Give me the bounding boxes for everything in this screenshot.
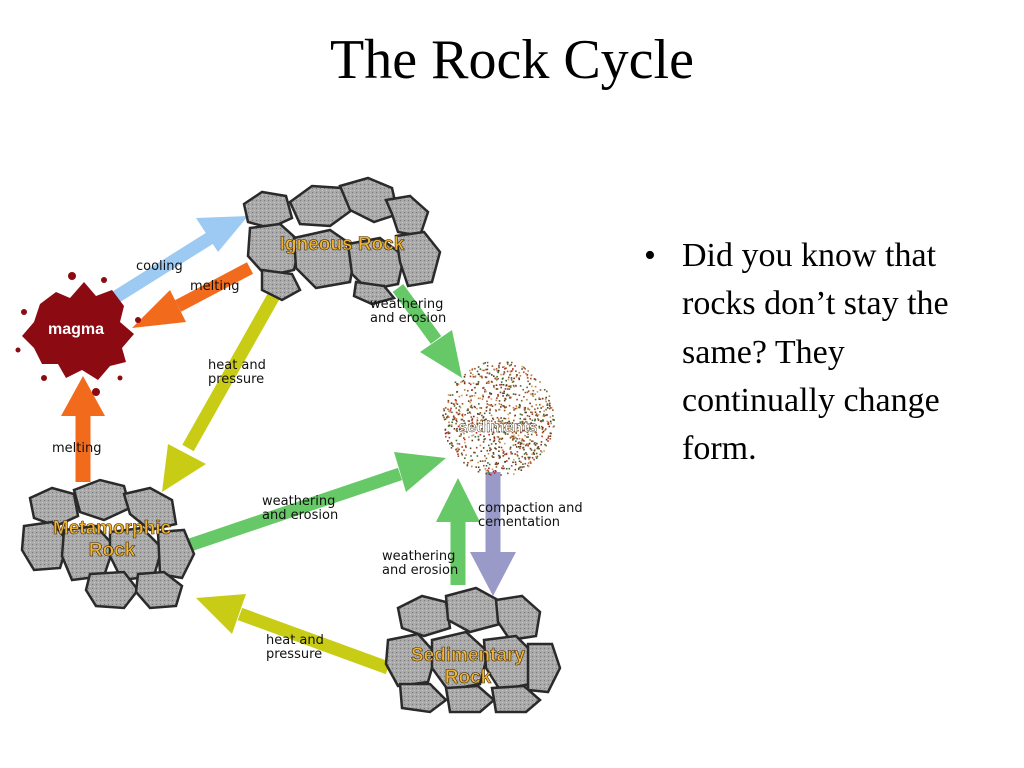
weathering-label-1-line1: weathering <box>370 297 443 312</box>
cooling-label: cooling <box>136 259 183 274</box>
metamorphic-rock-node <box>20 478 196 610</box>
heat-pressure-arrow-1 <box>162 288 282 492</box>
weathering-label-1-line2: and erosion <box>370 311 446 326</box>
compaction-label-line1: compaction and <box>478 501 583 516</box>
heat-pressure-label-1-line1: heat and <box>208 358 266 373</box>
metamorphic-rock-label-line2: Rock <box>89 540 136 561</box>
magma-node <box>15 272 141 396</box>
heat-pressure-arrow-2 <box>196 594 391 675</box>
melting-arrow-top <box>132 262 254 328</box>
magma-label: magma <box>48 321 104 338</box>
slide-title: The Rock Cycle <box>330 29 694 91</box>
cooling-arrow <box>104 216 248 308</box>
metamorphic-rock-label-line1: Metamorphic <box>53 518 172 539</box>
melting-label-left: melting <box>52 441 101 456</box>
igneous-rock-label: Igneous Rock <box>280 234 405 255</box>
compaction-label-line2: cementation <box>478 515 560 530</box>
sedimentary-rock-label-line2: Rock <box>445 667 492 688</box>
melting-label-top: melting <box>190 279 239 294</box>
compaction-arrow <box>470 472 516 596</box>
sediments-node <box>442 361 555 476</box>
weathering-label-3-line2: and erosion <box>382 563 458 578</box>
bullet-list: Did you know that rocks don’t stay the s… <box>640 232 1000 473</box>
igneous-rock-node <box>242 176 442 306</box>
weathering-label-3-line1: weathering <box>382 549 455 564</box>
weathering-arrow-3 <box>436 478 480 585</box>
sediments-label: sediments <box>458 419 537 436</box>
sedimentary-rock-node <box>384 586 562 714</box>
weathering-arrow-2 <box>187 452 446 552</box>
heat-pressure-label-1-line2: pressure <box>208 372 264 387</box>
bullet-item: Did you know that rocks don’t stay the s… <box>640 232 1000 473</box>
heat-pressure-label-2-line2: pressure <box>266 647 322 662</box>
weathering-label-2-line2: and erosion <box>262 508 338 523</box>
weathering-label-2-line1: weathering <box>262 494 335 509</box>
sedimentary-rock-label-line1: Sedimentary <box>411 645 525 666</box>
weathering-arrow-1 <box>392 284 462 378</box>
heat-pressure-label-2-line1: heat and <box>266 633 324 648</box>
melting-arrow-left <box>61 376 105 482</box>
